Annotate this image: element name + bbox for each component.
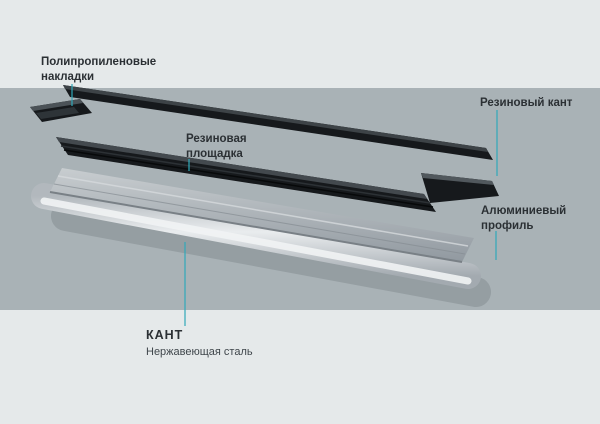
- label-aluminum-profile: Алюминиевый профиль: [481, 204, 566, 234]
- label-kant: КАНТ Нержавеющая сталь: [146, 327, 253, 360]
- label-aluminum-profile-line2: профиль: [481, 219, 534, 232]
- polypropylene-pad: [30, 99, 92, 122]
- label-polypropylene-pads-line1: Полипропиленовые: [41, 56, 157, 68]
- rubber-edge-end: [421, 173, 499, 203]
- label-rubber-edge: Резиновый кант: [480, 96, 572, 111]
- label-rubber-platform-line1: Резиновая: [186, 133, 247, 145]
- rubber-platform: [56, 137, 436, 212]
- board-shadow: [51, 201, 491, 307]
- label-polypropylene-pads: Полипропиленовые накладки: [41, 55, 156, 85]
- label-kant-subtitle: Нержавеющая сталь: [146, 346, 253, 359]
- label-rubber-edge-text: Резиновый кант: [480, 97, 573, 109]
- label-aluminum-profile-line1: Алюминиевый: [481, 205, 567, 217]
- label-kant-title: КАНТ: [146, 328, 184, 342]
- label-rubber-platform: Резиновая площадка: [186, 132, 247, 162]
- aluminum-profile-board: [31, 168, 481, 289]
- label-polypropylene-pads-line2: накладки: [41, 70, 95, 83]
- rubber-edge-strip: [63, 85, 493, 160]
- leader-lines: [71, 84, 498, 326]
- label-rubber-platform-line2: площадка: [186, 147, 243, 160]
